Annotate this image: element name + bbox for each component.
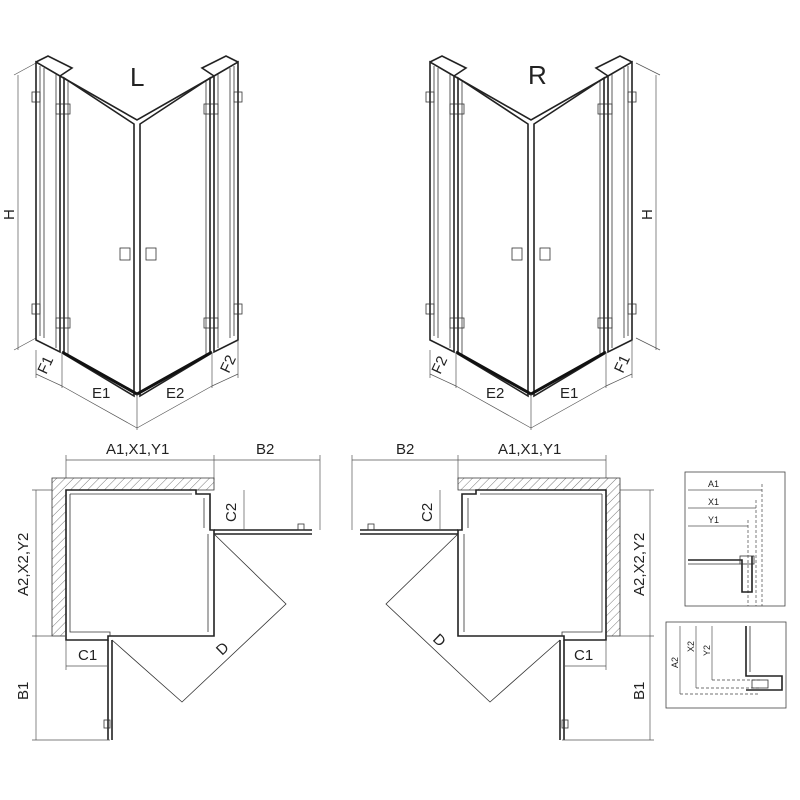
label-h-right: H: [639, 209, 656, 220]
detail-box-bottom: A2 X2 Y2: [665, 621, 787, 709]
label-b1-right: B1: [631, 682, 648, 700]
detail-a2: A2: [670, 657, 680, 668]
label-f2-right: F2: [428, 354, 451, 377]
detail-x2: X2: [686, 641, 696, 652]
label-c2-right: C2: [419, 503, 436, 522]
label-c2-left: C2: [223, 503, 240, 522]
label-e2-right: E2: [486, 385, 504, 402]
label-d-left: D: [213, 639, 233, 659]
label-a1x1y1-right: A1,X1,Y1: [498, 441, 561, 458]
view-title-left: L: [130, 62, 144, 92]
label-f1-right: F1: [611, 353, 634, 376]
label-c1-left: C1: [78, 647, 97, 664]
label-h-left: H: [1, 209, 18, 220]
detail-a1: A1: [708, 479, 719, 489]
label-e2-left: E2: [166, 385, 184, 402]
view-title-right: R: [528, 60, 547, 90]
elevation-view-right: R H F2 E2 E1: [425, 55, 661, 430]
label-a2x2y2-right: A2,X2,Y2: [631, 533, 648, 596]
label-e1-left: E1: [92, 385, 110, 402]
label-a1x1y1-left: A1,X1,Y1: [106, 441, 169, 458]
label-b2-left: B2: [256, 441, 274, 458]
detail-y2: Y2: [702, 645, 712, 656]
detail-x1: X1: [708, 497, 719, 507]
detail-y1: Y1: [708, 515, 719, 525]
label-c1-right: C1: [574, 647, 593, 664]
label-a2x2y2-left: A2,X2,Y2: [15, 533, 32, 596]
plan-view-right: A1,X1,Y1 B2 C2 A2,X2,Y2 B1 C1 D: [351, 441, 654, 741]
label-b1-left: B1: [15, 682, 32, 700]
label-f2-left: F2: [217, 353, 240, 376]
detail-box-top: A1 X1 Y1: [684, 471, 786, 607]
label-b2-right: B2: [396, 441, 414, 458]
plan-view-left: A1,X1,Y1 B2 C2 A2,X2,Y2 B1 C1 D: [15, 441, 321, 741]
label-e1-right: E1: [560, 385, 578, 402]
elevation-view-left: L H: [1, 55, 243, 430]
label-f1-left: F1: [34, 354, 57, 377]
